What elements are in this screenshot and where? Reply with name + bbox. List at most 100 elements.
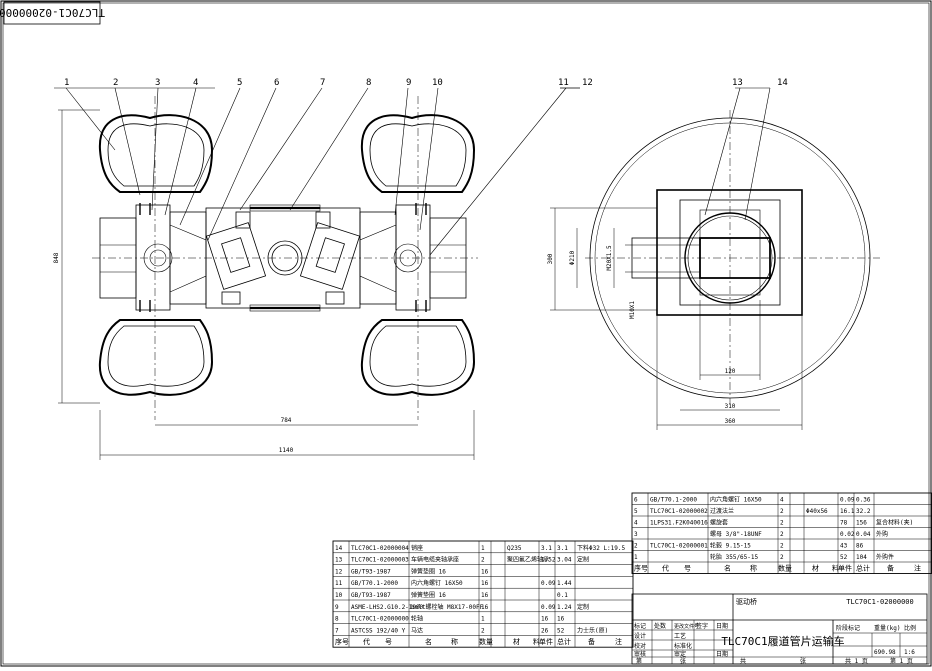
table-cell: 16: [557, 616, 565, 623]
tb-sheet-current: 第 1 页: [890, 657, 913, 665]
balloon-4: 4: [193, 78, 198, 88]
table-header-cell: 材: [812, 564, 819, 573]
table-cell: 1: [634, 554, 638, 561]
table-cell: ASME-LHS2.G10.2-1900: [351, 604, 424, 611]
table-cell: 16: [481, 604, 489, 611]
table-cell: 弹簧垫圈 16: [411, 567, 446, 575]
tb-role-design: 设计: [634, 632, 646, 640]
table-header-cell: 称: [750, 564, 757, 573]
table-cell: TLC70C1-02000003: [351, 557, 409, 564]
table-header-cell: 料: [832, 564, 839, 573]
table-header-cell: 注: [914, 564, 921, 573]
table-cell: 1.52: [541, 557, 556, 564]
table-cell: 2: [481, 557, 485, 564]
table-header-cell: 名: [724, 564, 731, 573]
table-header-cell: 材: [513, 637, 520, 646]
table-cell: 下料Φ32 L:19.5: [577, 544, 626, 552]
table-cell: 7: [335, 627, 339, 634]
table-cell: 定制: [577, 556, 589, 564]
balloon-numbers-front: 1 2 3 4 5 6 7 8 9 10 11 12: [64, 78, 593, 88]
tb-scale-label: 比例: [904, 624, 916, 632]
table-cell: 156: [856, 520, 867, 527]
table-cell: 1: [481, 545, 485, 552]
table-header-cell: 备: [887, 564, 894, 573]
balloon-numbers-side: 13 14: [732, 78, 788, 88]
table-cell: 13: [335, 557, 343, 564]
tb-role-approve: 审定: [674, 650, 686, 658]
tb-h-mark: 标记: [634, 622, 646, 630]
table-header-cell: 备: [588, 637, 595, 646]
table-cell: 0.1: [557, 592, 568, 599]
table-cell: 2: [780, 508, 784, 515]
table-cell: 螺旋套: [710, 519, 728, 527]
balloon-2: 2: [113, 78, 118, 88]
table-header-cell: 料: [533, 637, 540, 646]
table-cell: 11: [335, 580, 343, 587]
table-cell: bolt螺栓轴 M8X17-00FF: [411, 603, 484, 611]
balloon-7: 7: [320, 78, 325, 88]
table-cell: 12: [335, 568, 343, 575]
table-cell: 2: [780, 520, 784, 527]
table-cell: 0.04: [856, 531, 871, 538]
table-header-cell: 号: [684, 565, 691, 573]
dimension-labels-front: 848 784 1140: [53, 252, 294, 454]
table-cell: 10: [335, 592, 343, 599]
tb-footer-4: 张: [800, 657, 806, 665]
table-cell: GB/T93-1987: [351, 592, 391, 599]
table-cell: 16: [481, 580, 489, 587]
tb-h-sign: 签字: [696, 622, 708, 630]
dim-overall-height: 848: [53, 252, 60, 263]
tb-weight-label: 重量(kg): [874, 624, 900, 632]
table-cell: 43: [840, 543, 848, 550]
dim-side-height: 300: [547, 253, 554, 264]
tb-scale: 1:6: [904, 649, 915, 656]
table-cell: 26: [541, 627, 549, 634]
table-cell: 52: [557, 627, 565, 634]
table-cell: 内六角螺钉 16X50: [411, 579, 463, 587]
table-header-cell: 数量: [778, 564, 792, 573]
table-cell: 16: [481, 568, 489, 575]
table-header-cell: 单件: [838, 564, 852, 573]
balloon-10: 10: [432, 78, 443, 88]
balloon-11: 11: [558, 78, 569, 88]
table-cell: 外购: [876, 530, 888, 538]
dim-side-w2: 310: [725, 403, 736, 410]
table-cell: 1.24: [557, 604, 572, 611]
table-cell: 0.36: [856, 497, 871, 504]
stamp-text: TLC70C1-02000000: [0, 6, 105, 19]
table-cell: 104: [856, 554, 867, 561]
balloon-leaders: [54, 87, 580, 256]
table-cell: GB/T70.1-2000: [650, 497, 697, 504]
table-cell: 3.1: [557, 545, 568, 552]
table-cell: 轮轴: [411, 615, 423, 623]
table-cell: 8: [335, 616, 339, 623]
balloon-13: 13: [732, 78, 743, 88]
left-motor: [205, 211, 267, 305]
tb-h-date: 日期: [716, 622, 728, 630]
table-cell: 外购件: [876, 553, 894, 561]
table-cell: 32.2: [856, 508, 871, 515]
dim-side-t: M10X1: [629, 301, 636, 319]
table-header-cell: 数量: [479, 637, 493, 646]
tb-role-check: 校对: [634, 642, 646, 650]
table-cell: 定制: [577, 603, 589, 611]
table-cell: Q235: [507, 545, 522, 552]
table-cell: ASTCSS 192/40 Y: [351, 627, 406, 634]
balloon-14: 14: [777, 78, 788, 88]
balloon-3: 3: [155, 78, 160, 88]
table-cell: 轮胎 355/65-15: [710, 553, 759, 561]
tb-role-review: 审核: [634, 650, 646, 658]
tb-role-process: 工艺: [674, 632, 686, 640]
table-cell: 4: [634, 520, 638, 527]
table-header-cell: 注: [615, 637, 622, 646]
tb-sheets-total: 共 1 页: [845, 657, 868, 665]
table-cell: 弹簧垫圈 16: [411, 591, 446, 599]
balloon-5: 5: [237, 78, 242, 88]
table-cell: Φ40x56: [806, 508, 828, 515]
tb-h-change: 更改文件号: [674, 623, 699, 630]
table-cell: 螺母 3/8"-18UNF: [710, 530, 762, 538]
tb-weight: 690.98: [874, 649, 896, 656]
